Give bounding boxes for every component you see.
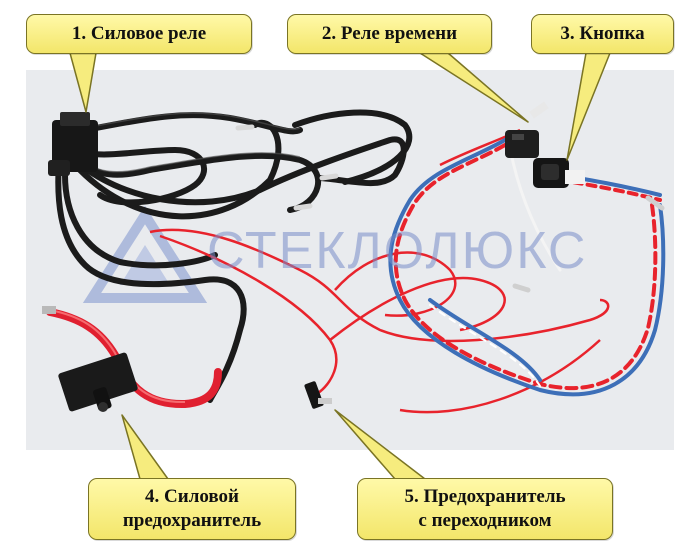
- wire-terminals: [235, 124, 339, 211]
- harness-terminal: [512, 195, 665, 293]
- callout-power-relay-label: 1. Силовое реле: [71, 23, 207, 44]
- callout-power-fuse-line2: предохранитель: [122, 510, 262, 531]
- power-fuse-holder-icon: [58, 352, 138, 412]
- callout-fuse-adapter: 5. Предохранитель с переходником: [357, 478, 613, 540]
- power-relay-icon: [48, 112, 98, 176]
- fuse-adapter-icon: [304, 381, 332, 409]
- callout-power-fuse: 4. Силовой предохранитель: [88, 478, 296, 540]
- callout-fuse-adapter-line2: с переходником: [418, 510, 552, 531]
- callout-time-relay: 2. Реле времени: [287, 14, 492, 54]
- push-button-icon: [533, 158, 585, 188]
- callout-pointers: [69, 52, 611, 480]
- callout-time-relay-label: 2. Реле времени: [321, 23, 458, 44]
- black-wires: [55, 109, 413, 403]
- callout-fuse-adapter-line1: 5. Предохранитель: [404, 486, 566, 507]
- callout-power-relay: 1. Силовое реле: [26, 14, 252, 54]
- red-wires: [149, 128, 610, 414]
- time-relay-icon: [505, 101, 549, 158]
- watermark-text: СТЕКЛОЛЮКС: [207, 222, 588, 280]
- callout-power-fuse-line1: 4. Силовой: [145, 486, 239, 507]
- callout-button: 3. Кнопка: [531, 14, 674, 54]
- callout-button-label: 3. Кнопка: [560, 23, 645, 44]
